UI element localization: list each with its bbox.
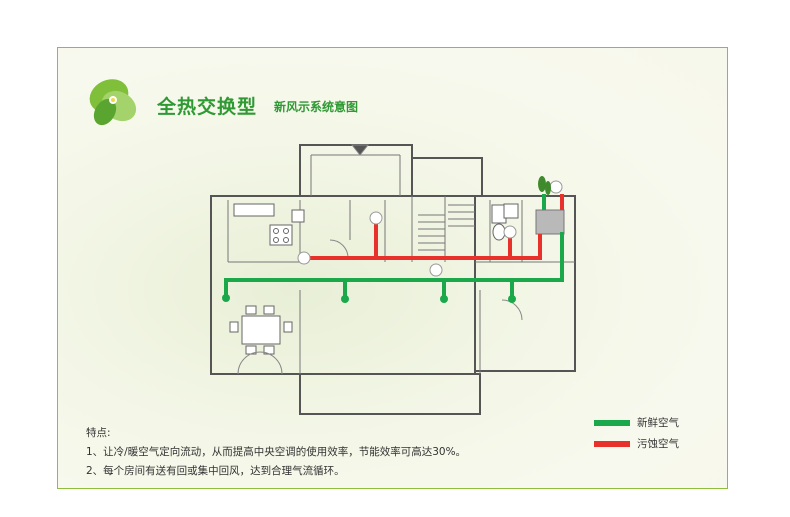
legend-swatch-exhaust	[594, 440, 630, 447]
exhaust-ducts	[303, 194, 564, 260]
diagram-card	[57, 47, 728, 489]
legend-label: 新鲜空气	[637, 417, 679, 429]
return-grille-icons	[297, 180, 563, 277]
legend-item-exhaust: 污蚀空气	[594, 433, 679, 454]
legend-item-fresh: 新鲜空气	[594, 412, 679, 433]
fresh-air-ducts	[224, 194, 564, 298]
diagram-subtitle: 新风示系统意图	[274, 100, 359, 114]
heat-exchanger-unit	[535, 209, 565, 235]
staircase	[418, 204, 475, 251]
leaf-logo-icon	[89, 79, 137, 126]
legend-swatch-fresh	[594, 419, 630, 426]
note-item: 1、让冷/暖空气定向流动，从而提高中央空调的使用效率，节能效率可高达30%。	[86, 446, 467, 458]
notes-heading: 特点:	[86, 427, 111, 439]
dining-table	[229, 305, 293, 355]
bathroom-fixtures	[491, 203, 519, 241]
door-swings	[237, 144, 523, 375]
legend-label: 污蚀空气	[637, 438, 679, 450]
kitchen-fixtures	[233, 203, 305, 246]
note-item: 2、每个房间有送有回或集中回风，达到合理气流循环。	[86, 465, 345, 477]
legend: 新鲜空气 污蚀空气	[594, 412, 679, 454]
supply-diffuser-icons	[222, 294, 516, 303]
plant-icon	[538, 176, 551, 195]
diagram-title: 全热交换型	[157, 96, 258, 118]
features-notes: 特点: 1、让冷/暖空气定向流动，从而提高中央空调的使用效率，节能效率可高达30…	[86, 424, 466, 481]
